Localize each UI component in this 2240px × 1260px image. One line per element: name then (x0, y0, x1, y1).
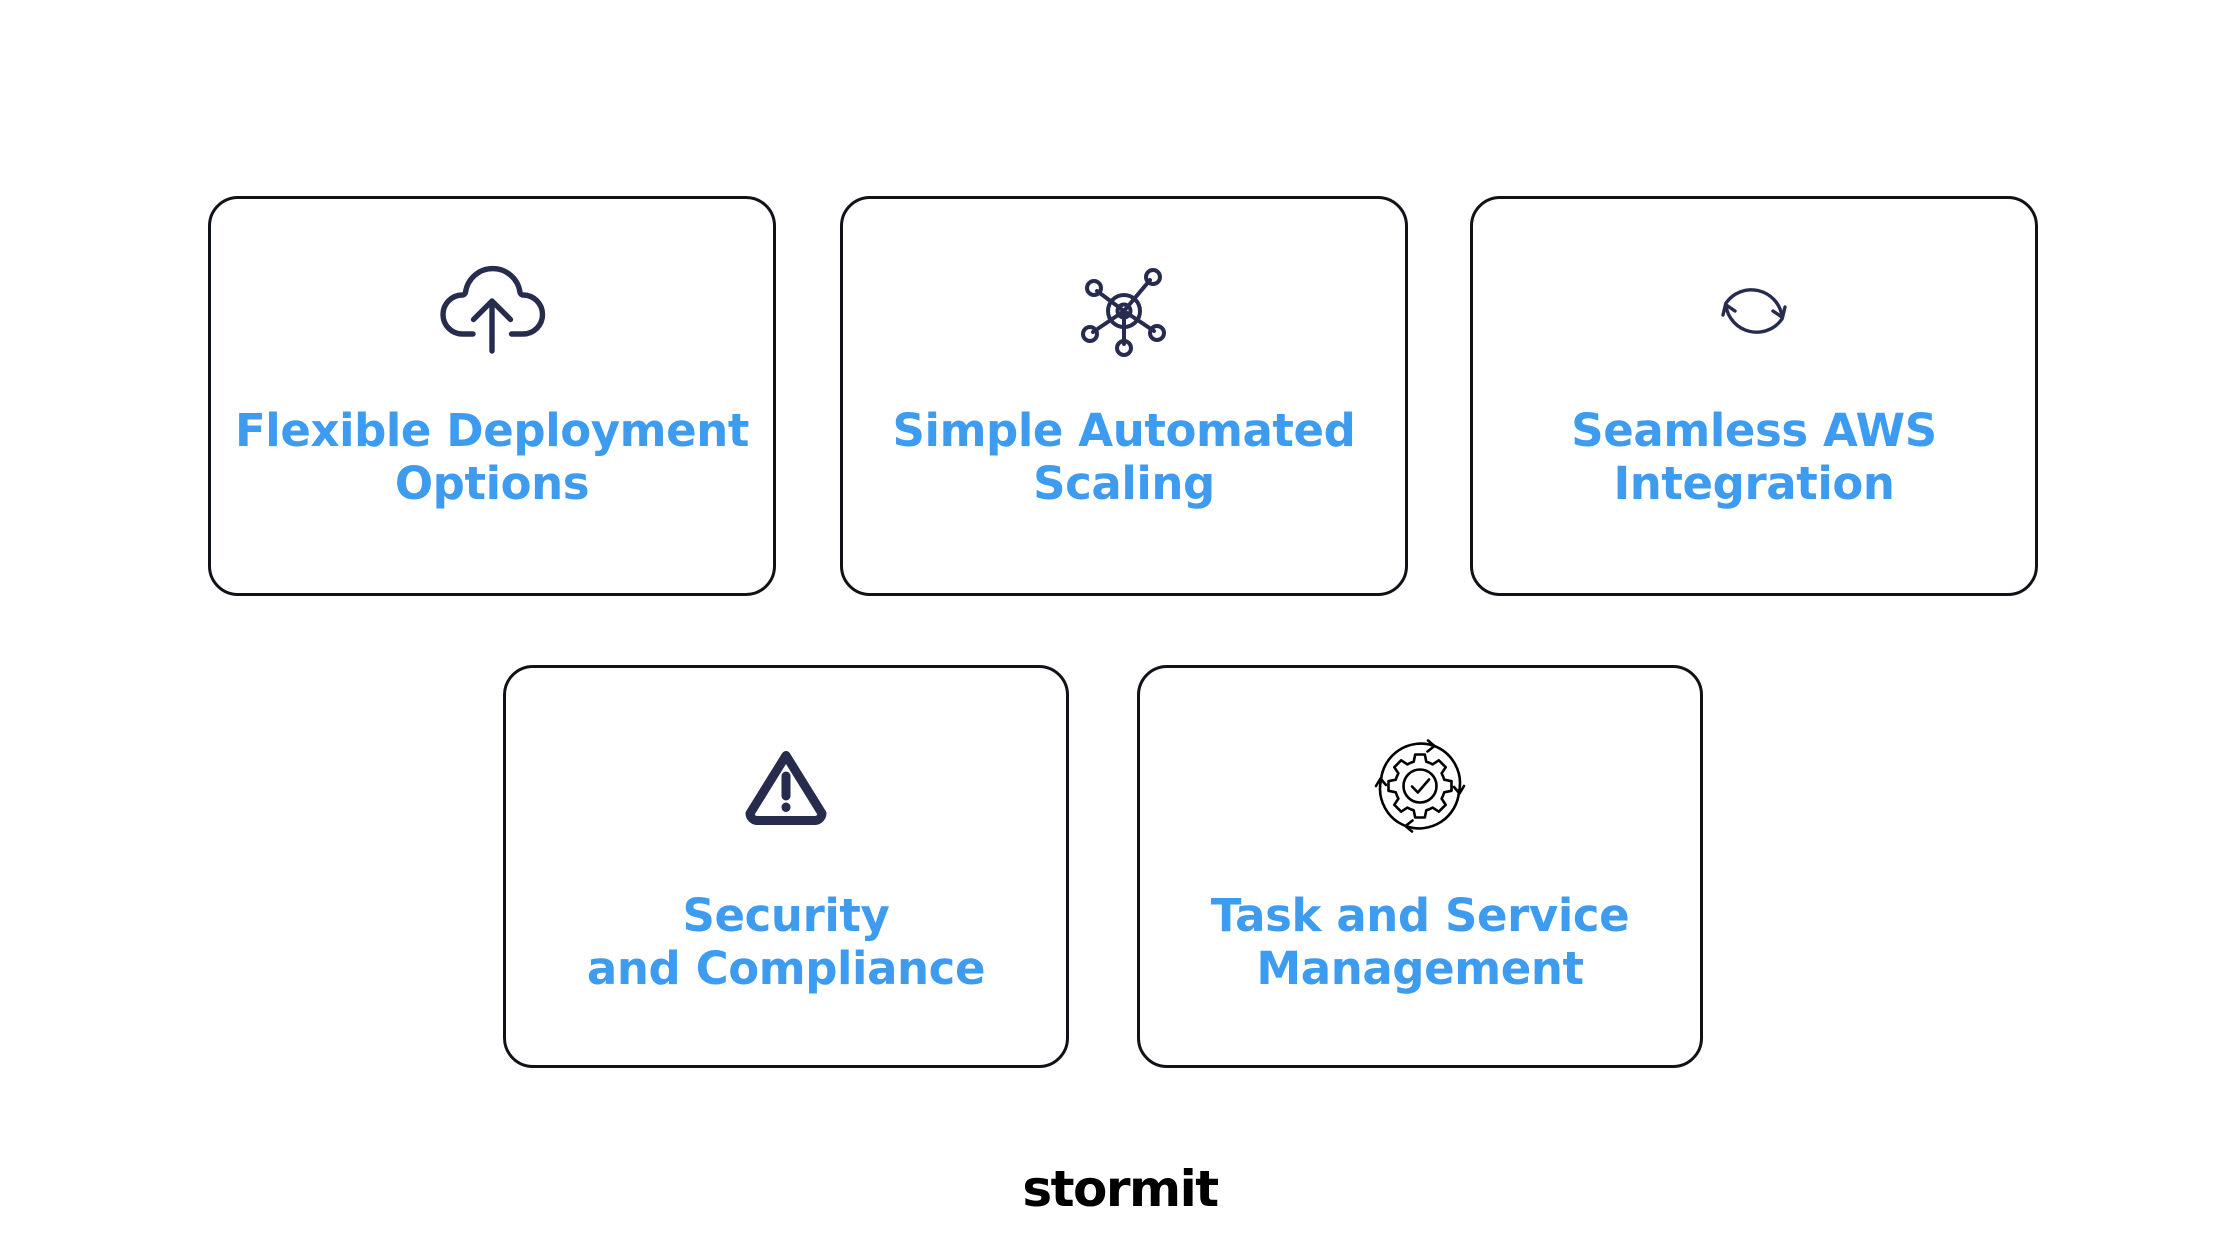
warning-triangle-icon (506, 726, 1066, 846)
feature-card-flexible-deployment-options[interactable]: Flexible Deployment Options (208, 196, 776, 596)
feature-card-seamless-aws-integration[interactable]: Seamless AWS Integration (1470, 196, 2038, 596)
card-title: Seamless AWS Integration (1571, 404, 1937, 510)
card-title: Flexible Deployment Options (234, 404, 750, 510)
circular-sync-arrows-icon (1473, 251, 2035, 371)
card-title: Security and Compliance (586, 889, 986, 995)
feature-card-security-and-compliance[interactable]: Security and Compliance (503, 665, 1069, 1068)
feature-card-simple-automated-scaling[interactable]: Simple Automated Scaling (840, 196, 1408, 596)
card-title: Task and Service Management (1210, 889, 1630, 995)
feature-card-task-and-service-management[interactable]: Task and Service Management (1137, 665, 1703, 1068)
card-title: Simple Automated Scaling (892, 404, 1356, 510)
network-hub-icon (843, 251, 1405, 371)
stormit-logo: stormit (1022, 1160, 1219, 1218)
gear-check-cycle-icon (1140, 726, 1700, 846)
cloud-upload-icon (211, 251, 773, 371)
